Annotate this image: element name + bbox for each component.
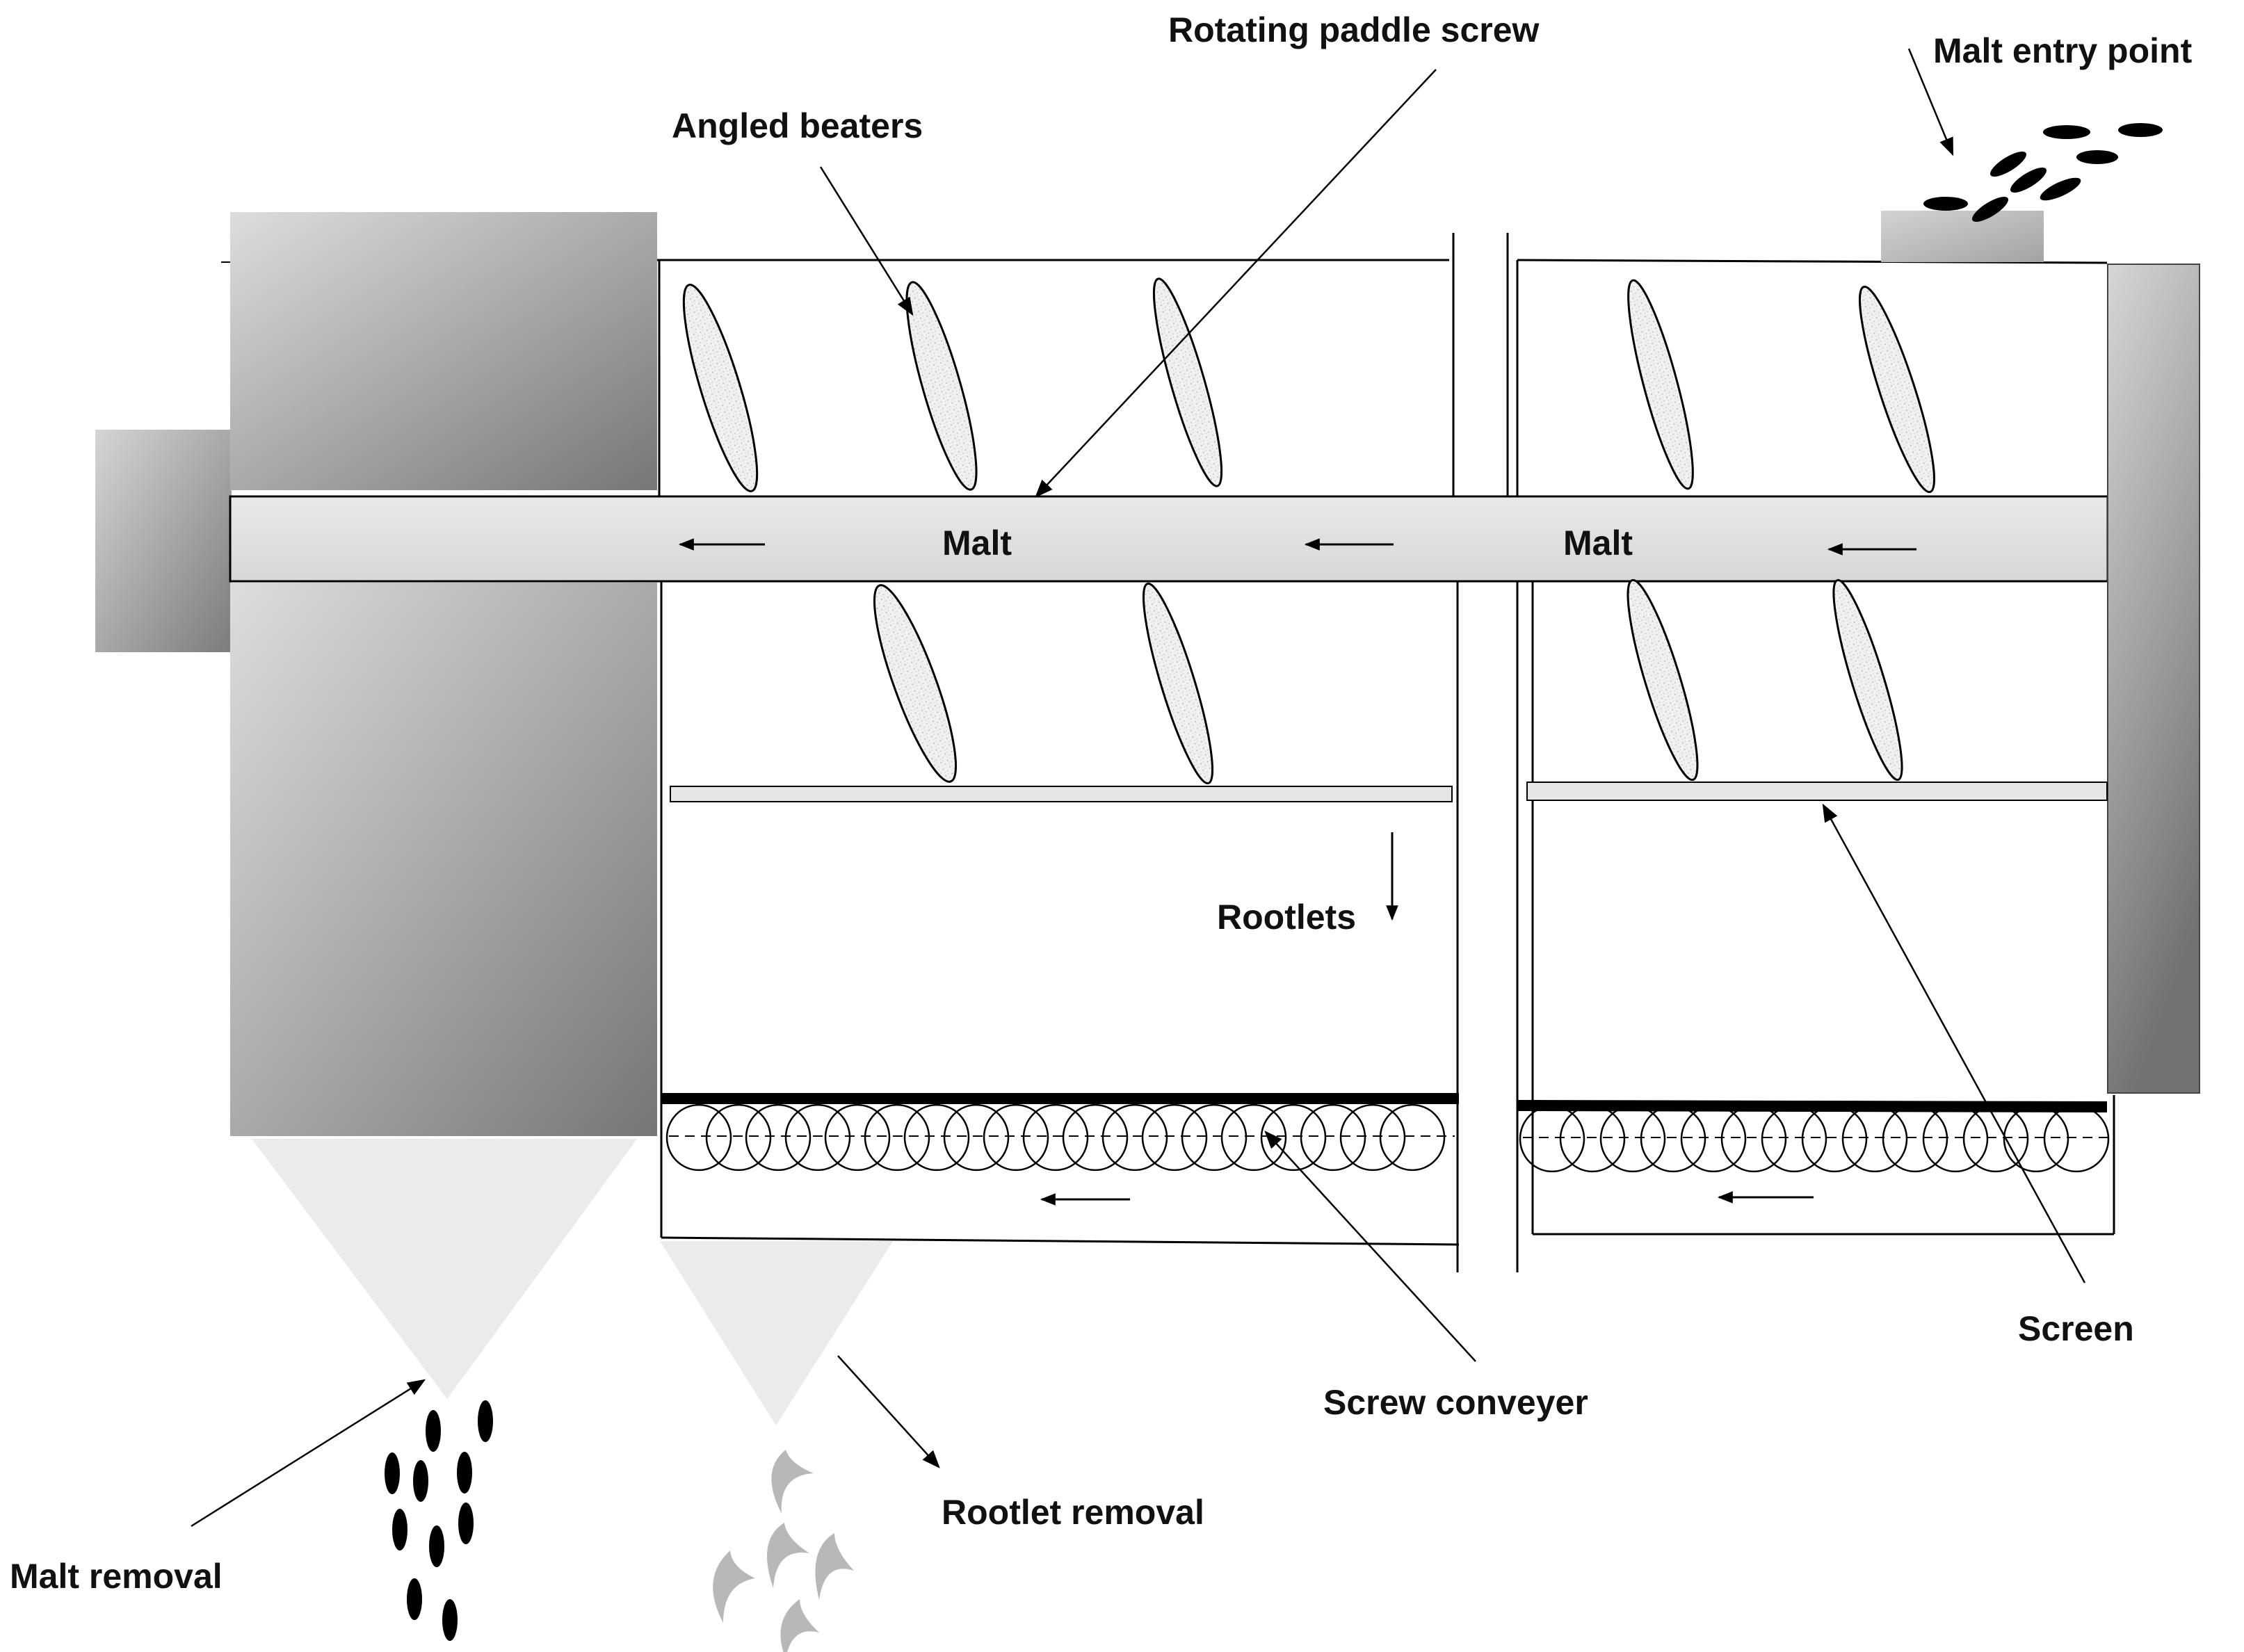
paddle-shaft: [229, 495, 2109, 583]
rootlet-pieces-out: [713, 1450, 854, 1652]
label-screw-conveyer: Screw conveyer: [1323, 1383, 1588, 1422]
screw-coil: [1599, 1105, 1666, 1173]
screw-coil: [1720, 1105, 1787, 1173]
malt-grains-out: [385, 1400, 493, 1641]
screw-coil: [1680, 1105, 1747, 1173]
screw-coil: [2003, 1105, 2069, 1173]
entry-grains: [1923, 123, 2163, 222]
screw-coil: [705, 1103, 772, 1172]
motor-block: [95, 430, 232, 652]
housing-upper: [230, 212, 657, 490]
beater: [1627, 578, 1699, 782]
screens: [670, 782, 2108, 802]
screw-coil: [943, 1103, 1010, 1172]
screw-coil: [1640, 1105, 1706, 1173]
screw-conveyers: [662, 1093, 2111, 1173]
leader-screen: [1822, 803, 2086, 1283]
angled-beaters: [682, 277, 1935, 785]
screw-coil: [983, 1103, 1049, 1172]
beater: [1859, 285, 1935, 494]
beater: [682, 284, 759, 492]
screw-coil: [1300, 1103, 1366, 1172]
malt-discharge-cone: [252, 1139, 637, 1399]
leader-angled-beaters: [819, 166, 914, 316]
right-end-plate: [2107, 264, 2200, 1094]
beater: [1143, 582, 1213, 785]
label-rootlets: Rootlets: [1217, 898, 1356, 937]
leader-rootlet-removal: [837, 1355, 940, 1468]
screw-coil: [665, 1103, 732, 1172]
screw-coil: [1922, 1105, 1989, 1173]
screw-coil: [745, 1103, 812, 1172]
screw-coil: [1801, 1105, 1868, 1173]
leader-rotating-paddle-screw: [1035, 69, 1437, 498]
beater: [1832, 578, 1903, 782]
screw-coil: [1559, 1105, 1626, 1173]
discharge-housing: [95, 212, 657, 1136]
screw-coil: [1062, 1103, 1129, 1172]
screw-coil: [1841, 1105, 1908, 1173]
label-screen: Screen: [2018, 1309, 2134, 1348]
screw-coil: [2043, 1105, 2110, 1173]
screw-coils-right: [1519, 1105, 2110, 1173]
screw-coil: [903, 1103, 970, 1172]
screw-coil: [824, 1103, 891, 1172]
screw-coil: [864, 1103, 930, 1172]
screw-coil: [1260, 1103, 1327, 1172]
label-malt-entry-point: Malt entry point: [1933, 31, 2193, 70]
screw-coil: [1339, 1103, 1406, 1172]
screw-coil: [1181, 1103, 1248, 1172]
housing-lower: [230, 583, 657, 1136]
screw-coil: [1882, 1105, 1948, 1173]
screw-coil: [1022, 1103, 1089, 1172]
screen-left: [670, 786, 1453, 802]
screw-coil: [1962, 1105, 2029, 1173]
rootlet-discharge-cone: [660, 1241, 893, 1425]
malt-entry-hopper: [1881, 211, 2044, 262]
leader-malt-entry-point: [1907, 48, 1954, 156]
screw-coil: [784, 1103, 851, 1172]
label-rotating-paddle-screw: Rotating paddle screw: [1168, 10, 1540, 49]
screw-coil: [1101, 1103, 1168, 1172]
screw-coil: [1379, 1103, 1446, 1172]
label-malt-removal: Malt removal: [10, 1557, 223, 1596]
screw-coil: [1220, 1103, 1287, 1172]
screen-right: [1526, 782, 2108, 801]
leader-malt-removal: [191, 1379, 426, 1528]
beater: [905, 281, 978, 491]
labels: Rotating paddle screw Malt entry point A…: [10, 10, 2193, 1596]
label-rootlet-removal: Rootlet removal: [942, 1493, 1204, 1532]
label-angled-beaters: Angled beaters: [672, 106, 923, 145]
beater: [1627, 279, 1694, 490]
beater: [1152, 277, 1223, 487]
screw-coil: [1761, 1105, 1827, 1173]
label-malt-left: Malt: [942, 524, 1012, 562]
chamber-outlines: [657, 233, 2115, 1272]
label-malt-right: Malt: [1563, 524, 1633, 562]
screw-coil: [1141, 1103, 1208, 1172]
leader-screw-conveyer: [1264, 1131, 1476, 1362]
beater: [873, 584, 958, 783]
screw-coil: [1519, 1105, 1585, 1173]
callout-lines: [191, 48, 2086, 1528]
flow-arrows: [678, 538, 1916, 1206]
screw-coils-left: [665, 1103, 1446, 1172]
